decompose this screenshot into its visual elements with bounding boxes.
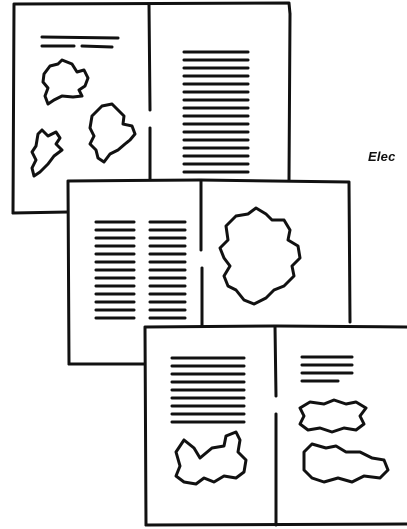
spread-top-right-edge — [289, 14, 290, 180]
spread-top-blob-2 — [90, 104, 135, 162]
spread-top-bottom-edge — [13, 212, 68, 213]
spread-top-blob-3 — [32, 130, 62, 176]
spread-top-header-lines — [42, 37, 118, 47]
caption-label: Elec — [368, 149, 396, 164]
spread-bottom-gutter — [275, 326, 276, 525]
spread-bottom — [145, 326, 407, 526]
spread-top-blob-1 — [43, 60, 88, 104]
spread-top-gutter — [149, 4, 150, 180]
spread-top-text-column — [184, 52, 248, 172]
